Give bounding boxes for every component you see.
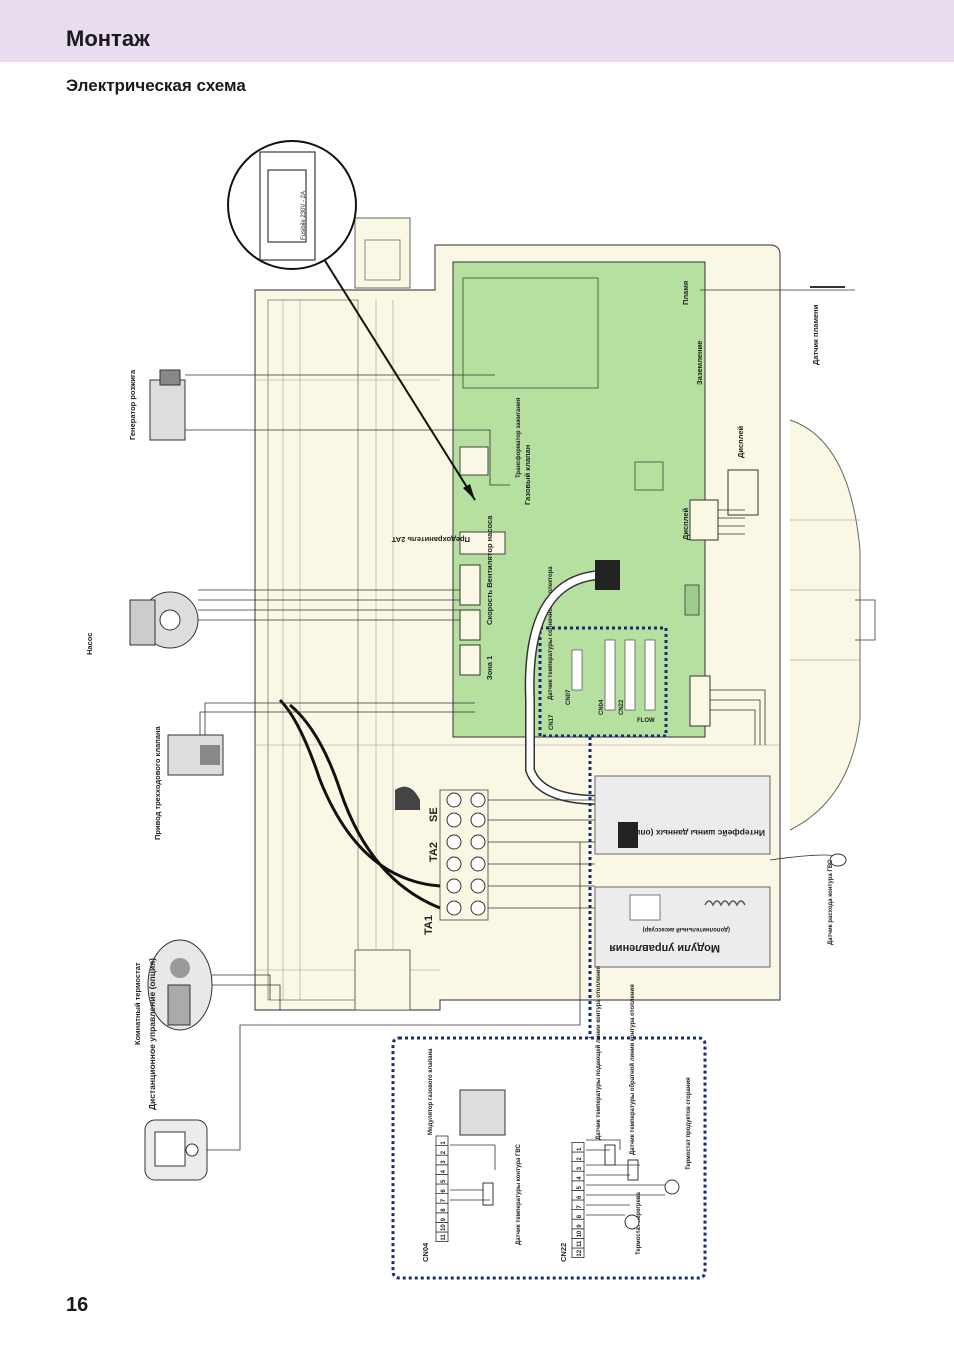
flow-sensor-label: Датчик расхода контура ГВС [828, 859, 834, 945]
connector-pin-number: 3 [577, 1166, 583, 1170]
remote-control [144, 1119, 208, 1181]
section-title: Электрическая схема [66, 76, 246, 95]
modulator-label: Модулятор газового клапана [428, 1048, 434, 1135]
connector-pin-number: 2 [441, 1150, 447, 1154]
connector-pin-number: 11 [441, 1234, 447, 1241]
ignition-generator [149, 369, 186, 441]
connector-pin-number: 8 [441, 1208, 447, 1212]
pump-speed-label: Скорость Вентилятор насоса [485, 515, 494, 625]
header-band [0, 0, 954, 62]
board-fuse-label: Предохранитель 2AT [391, 535, 470, 544]
display-label: Дисплей [736, 426, 745, 458]
connector-pin-number: 9 [441, 1217, 447, 1221]
flame-label: Пламя [681, 281, 690, 305]
pump [129, 591, 199, 649]
terminal-se-label: SE [428, 807, 440, 822]
control-module-sub-label: (дополнительный аксессуар) [643, 926, 730, 933]
flow-label: FLOW [637, 718, 655, 724]
three-way-valve-label: Привод трехходового клапана [153, 725, 162, 840]
inset-cn22-label: CN22 [559, 1243, 568, 1262]
fuse-callout-label: Fusibile 230V - 2A [301, 191, 307, 240]
page-number: 16 [66, 1294, 89, 1316]
inset-cn04: 11 10 9 8 7 6 5 4 3 2 1 [435, 1135, 449, 1243]
connector-pin-number: 10 [441, 1224, 447, 1231]
pump-speed-connector [459, 564, 481, 676]
connector-pin-number: 5 [577, 1185, 583, 1189]
cn-connectors-box [538, 626, 668, 738]
connector-pin-number: 7 [577, 1205, 583, 1209]
terminal-block [439, 789, 489, 921]
terminal-ta2-label: TA2 [428, 842, 440, 862]
connector-pin-number: 10 [577, 1230, 583, 1237]
inset-cn22: 12 11 10 9 8 7 6 5 4 3 2 1 [571, 1142, 585, 1259]
dhw-sensor-label: Датчик температуры контура ГВС [516, 1143, 522, 1245]
connector-pin [435, 1135, 449, 1147]
connector-pin-number: 6 [577, 1195, 583, 1199]
connector-pin-number: 8 [577, 1214, 583, 1218]
connector-pin-number: 3 [441, 1160, 447, 1164]
connector-pin-number: 9 [577, 1224, 583, 1228]
cn07-board-label: CN07 [566, 689, 572, 705]
cn17-board-label: CN17 [549, 714, 555, 730]
ignition-transformer-label: Трансформатор зажигания [515, 397, 522, 478]
gas-valve-label: Газовый клапан [523, 445, 532, 505]
pump-label: Насос [85, 633, 94, 655]
hood-outline [789, 419, 861, 831]
connector-pin-number: 5 [441, 1179, 447, 1183]
flue-thermostat-label: Термостат продуктов сгорания [686, 1077, 692, 1170]
page-title: Монтаж [66, 26, 150, 51]
return-temp-sensor-label: Датчик температуры обратной линии контур… [629, 984, 636, 1155]
connector-pin-number: 12 [577, 1249, 583, 1256]
flow-temp-sensor-label: Датчик температуры подающей линии контур… [595, 966, 602, 1140]
control-module-label: Модули управления [609, 942, 720, 954]
display-label-board: Дисплей [681, 508, 690, 540]
connector-pin-number: 1 [441, 1141, 447, 1145]
cn04-board-label: CN04 [599, 699, 605, 715]
three-way-valve-actuator [167, 734, 224, 776]
connector-pin-number: 7 [441, 1198, 447, 1202]
remote-control-label: Дистанционное управление (опция) [147, 958, 157, 1110]
connector-pin [571, 1142, 585, 1153]
room-thermostat-label: Комнатный термостат [133, 962, 142, 1045]
ground-label: Заземление [695, 341, 704, 385]
terminal-ta1-label: TA1 [423, 915, 435, 935]
connector-pin-number: 11 [577, 1240, 583, 1247]
inset-cn04-label: CN04 [421, 1242, 430, 1262]
bus-interface-label: Интерфейс шины данных (опция) [622, 828, 765, 838]
inner-frame-left [267, 299, 359, 1001]
connector-pin-number: 1 [577, 1147, 583, 1151]
zone1-label: Зона 1 [485, 656, 494, 680]
connector-pin-number: 6 [441, 1189, 447, 1193]
flame-sensor-label: Датчик пламени [811, 304, 820, 365]
cn04-board-connector [571, 639, 656, 711]
connector-pin-number: 4 [441, 1169, 447, 1173]
ignition-generator-label: Генератор розжига [128, 369, 137, 440]
cn22-board-label: CN22 [619, 699, 625, 715]
room-thermostat [147, 939, 213, 1031]
connector-pin-number: 4 [577, 1176, 583, 1180]
connector-pin-number: 2 [577, 1157, 583, 1161]
solar-sensor-label: Датчик температуры солнечного коллектора [548, 566, 554, 700]
